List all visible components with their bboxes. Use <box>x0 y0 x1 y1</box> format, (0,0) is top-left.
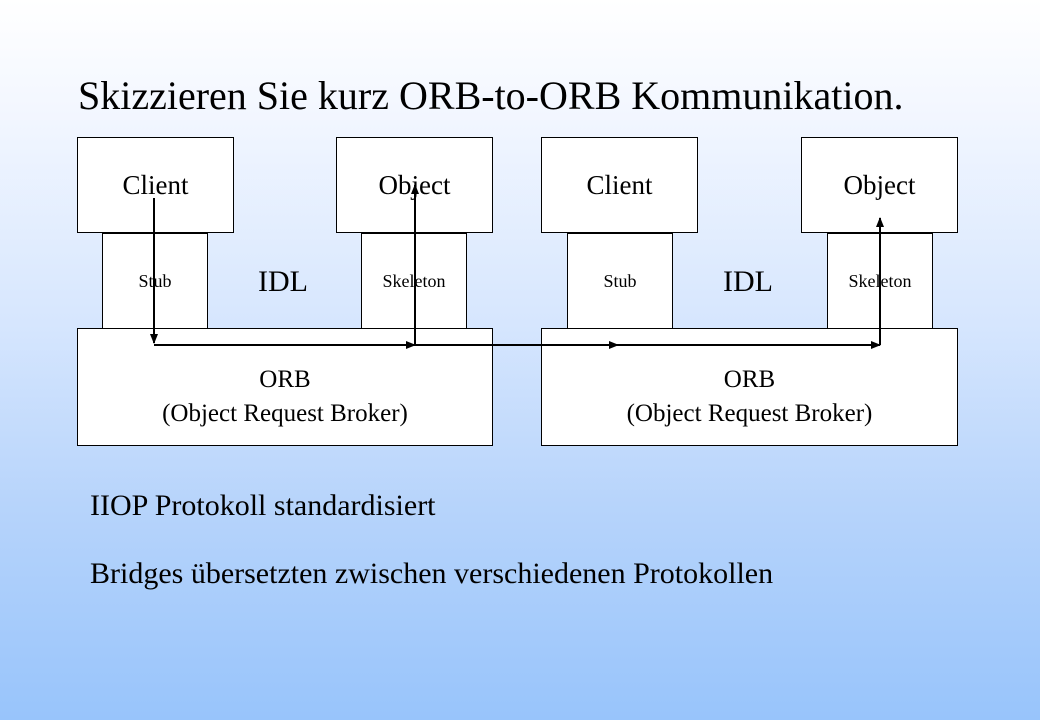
left-skeleton-box: Skeleton <box>361 233 467 329</box>
right-orb-box: ORB (Object Request Broker) <box>541 328 958 446</box>
right-skeleton-box: Skeleton <box>827 233 933 329</box>
right-idl-label: IDL <box>723 265 773 298</box>
left-object-box: Object <box>336 137 493 233</box>
right-client-box: Client <box>541 137 698 233</box>
left-client-box: Client <box>77 137 234 233</box>
left-idl-label: IDL <box>258 265 308 298</box>
note-bridges: Bridges übersetzten zwischen verschieden… <box>90 557 774 590</box>
left-orb-title: ORB <box>259 366 311 393</box>
right-stub-box: Stub <box>567 233 673 329</box>
right-orb-title: ORB <box>723 366 776 393</box>
left-stub-box: Stub <box>102 233 208 329</box>
slide-title: Skizzieren Sie kurz ORB-to-ORB Kommunika… <box>78 73 904 118</box>
left-orb-box: ORB (Object Request Broker) <box>77 328 493 446</box>
left-orb-subtitle: (Object Request Broker) <box>162 400 408 427</box>
right-orb-subtitle: (Object Request Broker) <box>626 400 873 427</box>
right-object-box: Object <box>801 137 958 233</box>
note-iiop: IIOP Protokoll standardisiert <box>90 489 436 522</box>
